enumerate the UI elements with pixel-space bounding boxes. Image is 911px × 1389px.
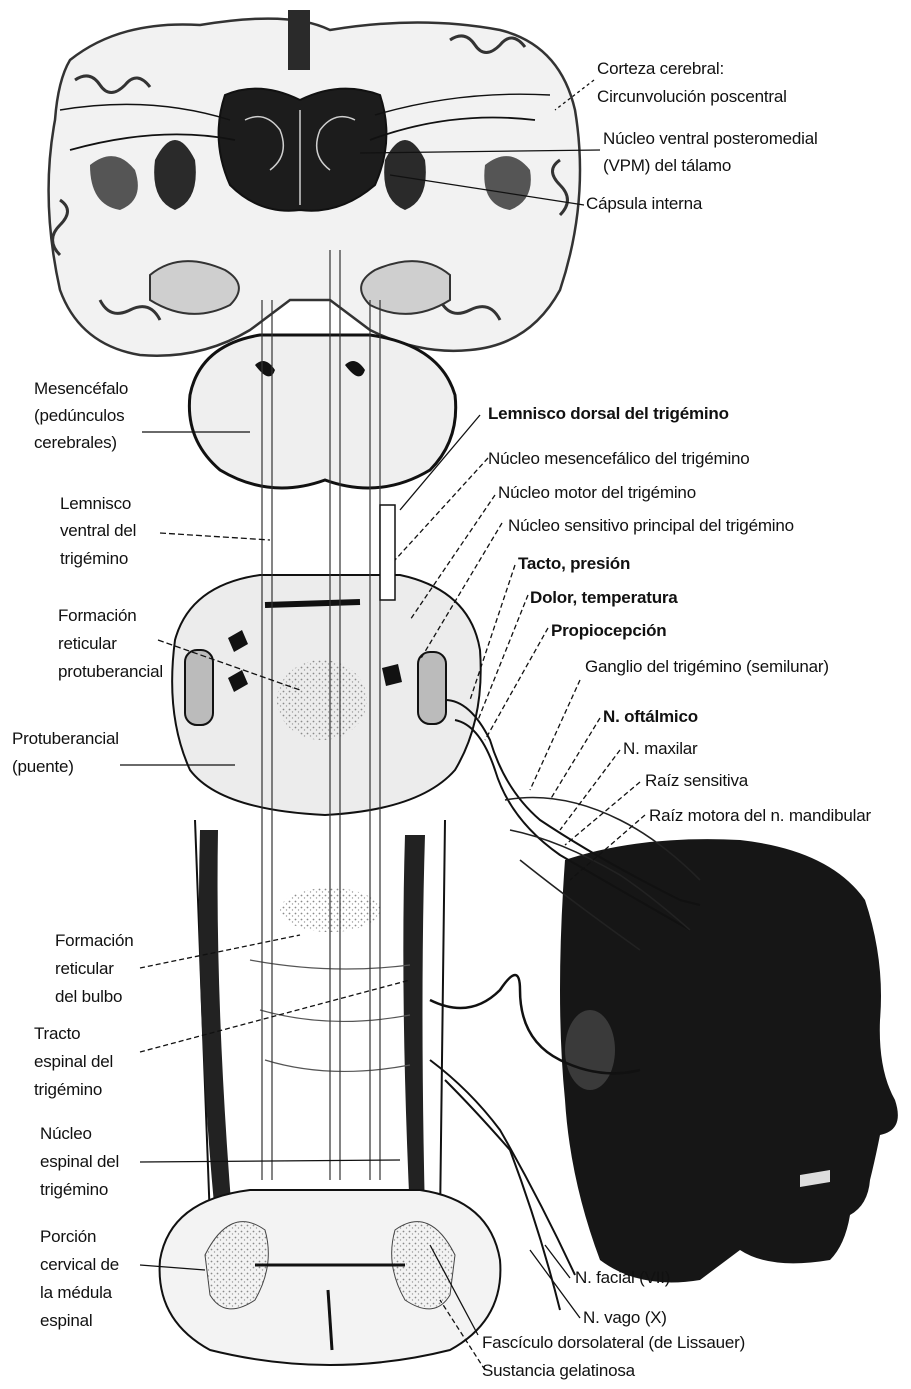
label-formacion-bulbo-line1: Formación <box>55 930 134 952</box>
label-porcion-cervical-line1: Porción <box>40 1226 96 1248</box>
label-nucleo-espinal-line1: Núcleo <box>40 1123 92 1145</box>
label-mesencefalo-line3: cerebrales) <box>34 432 117 454</box>
label-n-vago: N. vago (X) <box>583 1307 667 1329</box>
label-tracto-espinal-line2: espinal del <box>34 1051 113 1073</box>
label-mesencefalo-line1: Mesencéfalo <box>34 378 128 400</box>
label-formacion-bulbo-line3: del bulbo <box>55 986 122 1008</box>
label-mesencefalo-line2: (pedúnculos <box>34 405 124 427</box>
label-ganglio-trigemino: Ganglio del trigémino (semilunar) <box>585 656 829 678</box>
label-lemnisco-ventral-line1: Lemnisco <box>60 493 131 515</box>
label-protuberancia-line2: (puente) <box>12 756 74 778</box>
label-protuberancia-line1: Protuberancial <box>12 728 119 750</box>
label-fasciculo-dorsolateral: Fascículo dorsolateral (de Lissauer) <box>482 1332 745 1354</box>
head-silhouette <box>560 839 898 1282</box>
label-raiz-sensitiva: Raíz sensitiva <box>645 770 748 792</box>
label-capsula-interna: Cápsula interna <box>586 193 702 215</box>
brainstem <box>160 250 501 1365</box>
label-porcion-cervical-line2: cervical de <box>40 1254 119 1276</box>
label-vpm-line2: (VPM) del tálamo <box>603 155 731 177</box>
label-porcion-cervical-line3: la médula <box>40 1282 112 1304</box>
label-formacion-bulbo-line2: reticular <box>55 958 114 980</box>
label-formacion-protuberancial-line2: reticular <box>58 633 117 655</box>
label-porcion-cervical-line4: espinal <box>40 1310 92 1332</box>
label-raiz-motora: Raíz motora del n. mandibular <box>649 805 871 827</box>
label-formacion-protuberancial-line1: Formación <box>58 605 137 627</box>
label-lemnisco-ventral-line2: ventral del <box>60 520 136 542</box>
brain-coronal-section <box>49 10 580 356</box>
label-propiocepcion: Propiocepción <box>551 620 666 642</box>
label-n-oftalmico: N. oftálmico <box>603 706 698 728</box>
label-corteza-line2: Circunvolución poscentral <box>597 86 787 108</box>
label-nucleo-motor: Núcleo motor del trigémino <box>498 482 696 504</box>
label-tracto-espinal-line3: trigémino <box>34 1079 102 1101</box>
label-formacion-protuberancial-line3: protuberancial <box>58 661 163 683</box>
label-n-maxilar: N. maxilar <box>623 738 698 760</box>
label-nucleo-espinal-line3: trigémino <box>40 1179 108 1201</box>
label-lemnisco-dorsal: Lemnisco dorsal del trigémino <box>488 403 729 425</box>
label-nucleo-mesencefalico: Núcleo mesencefálico del trigémino <box>488 448 750 470</box>
label-corteza-line1: Corteza cerebral: <box>597 58 724 80</box>
label-lemnisco-ventral-line3: trigémino <box>60 548 128 570</box>
label-nucleo-espinal-line2: espinal del <box>40 1151 119 1173</box>
label-vpm-line1: Núcleo ventral posteromedial <box>603 128 818 150</box>
label-dolor-temperatura: Dolor, temperatura <box>530 587 678 609</box>
label-tacto-presion: Tacto, presión <box>518 553 630 575</box>
label-tracto-espinal-line1: Tracto <box>34 1023 80 1045</box>
label-sustancia-gelatinosa: Sustancia gelatinosa <box>482 1360 635 1382</box>
label-n-facial: N. facial (VII) <box>575 1267 670 1289</box>
label-nucleo-sensitivo: Núcleo sensitivo principal del trigémino <box>508 515 794 537</box>
